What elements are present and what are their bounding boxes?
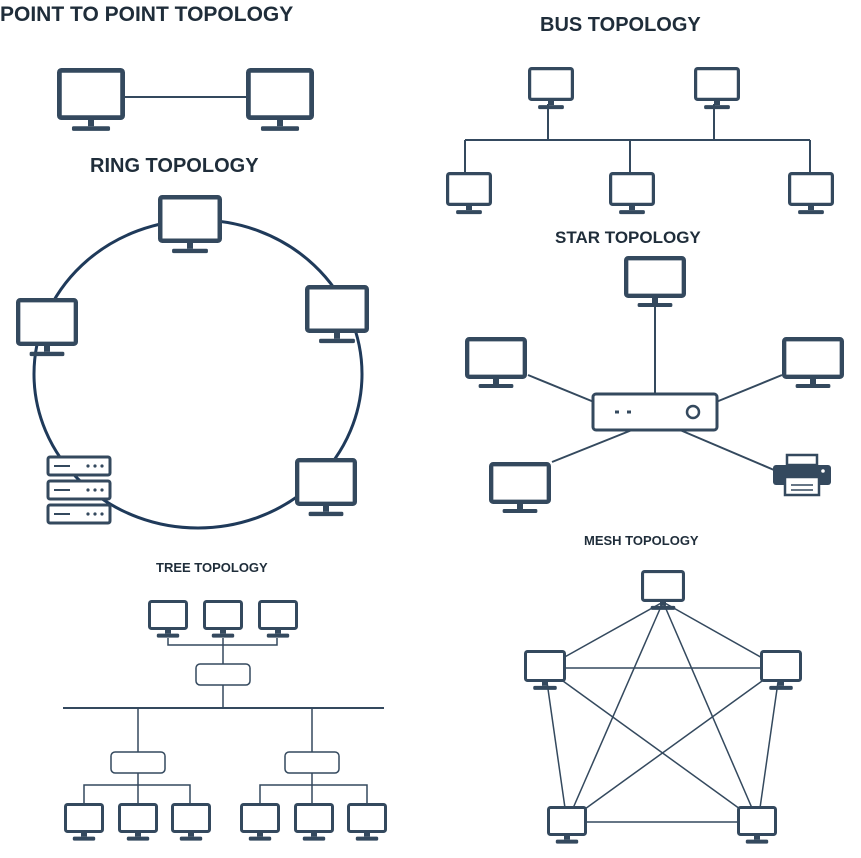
connection-lines [32,96,811,823]
computer-icon [304,284,369,344]
computer-icon [246,67,315,131]
computer-icon [737,806,777,844]
server-rack-icon [46,455,112,525]
tree-title: TREE TOPOLOGY [156,560,268,575]
connection-line [566,667,781,823]
computer-icon [693,67,740,110]
connection-line [544,667,759,823]
computer-icon [203,600,243,638]
computer-icon [640,569,685,610]
computer-icon [347,803,387,841]
computer-icon [760,650,802,690]
computer-icon [258,600,298,638]
connection-line [551,429,633,463]
computer-icon [171,803,211,841]
computer-icon [547,806,587,844]
connection-line [259,784,368,803]
computer-icon [445,172,492,215]
computer-icon [524,650,566,690]
printer-icon [773,453,831,497]
computer-icon [787,172,834,215]
computer-icon [118,803,158,841]
connection-line [566,601,664,823]
computer-icon [295,458,358,517]
computer-icon [148,600,188,638]
computer-icon [465,337,528,389]
computer-icon [527,67,574,110]
devices [16,67,844,844]
computer-icon [57,67,126,131]
bus-title: BUS TOPOLOGY [540,14,701,36]
computer-icon [623,256,686,308]
computer-icon [158,195,223,254]
star-title: STAR TOPOLOGY [555,228,701,247]
switch-icon [284,751,340,774]
point-to-point-title: POINT TO POINT TOPOLOGY [0,3,293,26]
computer-icon [16,298,78,357]
computer-icon [240,803,280,841]
router-icon [591,392,719,432]
switch-icon [110,751,166,774]
switch-icon [195,663,251,686]
computer-icon [489,462,552,514]
ring-title: RING TOPOLOGY [90,155,259,177]
computer-icon [64,803,104,841]
computer-icon [781,337,844,389]
connection-line [544,667,568,823]
mesh-title: MESH TOPOLOGY [584,533,699,548]
computer-icon [608,172,655,215]
connection-line [662,601,759,823]
connection-line [527,374,595,403]
computer-icon [294,803,334,841]
connection-line [715,374,783,403]
connection-line [679,429,775,471]
connection-line [83,784,191,803]
connection-line [757,667,781,823]
